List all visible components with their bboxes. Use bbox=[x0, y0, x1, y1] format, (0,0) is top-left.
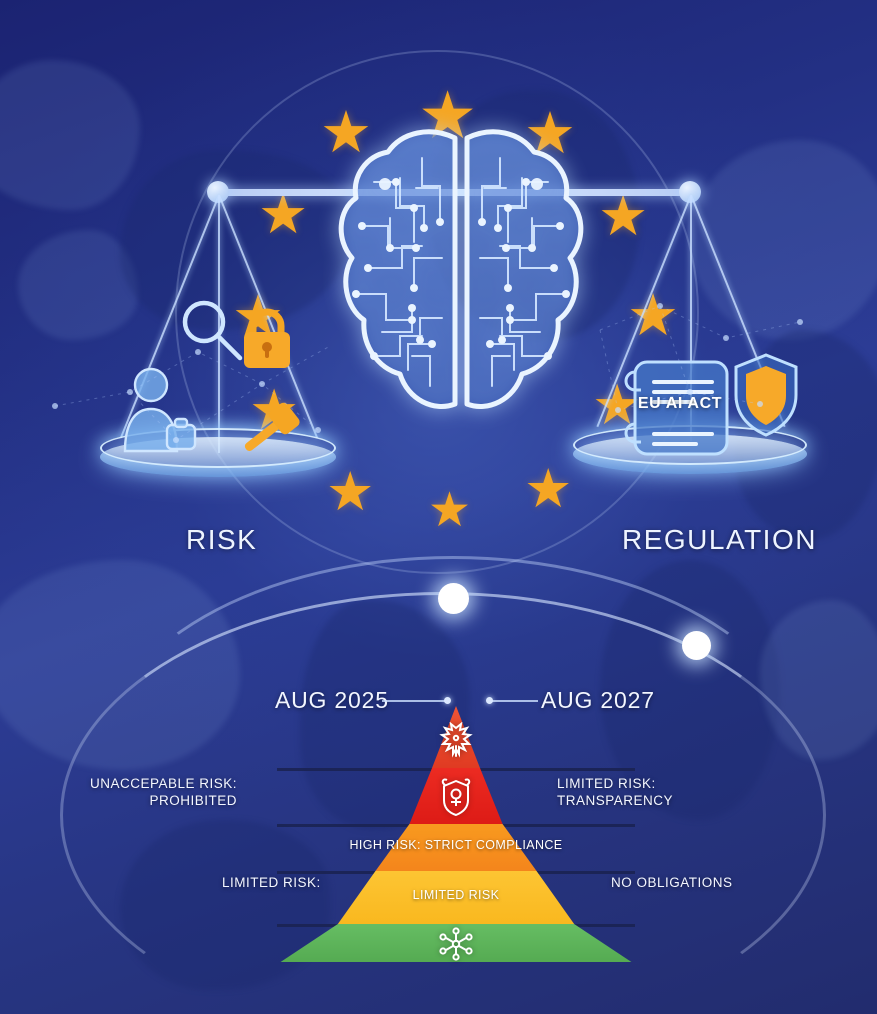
side-label-unacceptable-line1: UNACCEPABLE RISK: bbox=[89, 776, 237, 791]
pyramid-tier-limited[interactable]: LIMITED RISK bbox=[277, 871, 635, 924]
timeline-date-start: AUG 2025 bbox=[275, 687, 389, 713]
label-risk: RISK bbox=[186, 524, 258, 555]
timeline-arc-inner bbox=[100, 556, 806, 962]
tier-label-strict: HIGH RISK: STRICT COMPLIANCE bbox=[349, 838, 563, 852]
pyramid-tier-strict-compliance[interactable]: HIGH RISK: STRICT COMPLIANCE bbox=[277, 824, 635, 871]
pyramid-tier-minimal[interactable] bbox=[277, 924, 635, 962]
timeline-connector-right bbox=[492, 700, 538, 702]
side-label-unacceptable: UNACCEPABLE RISK: PROHIBITED bbox=[90, 776, 237, 810]
side-label-transparency-line1: LIMITED RISK: bbox=[557, 776, 656, 791]
pyramid-tier-high-red[interactable] bbox=[277, 768, 635, 824]
label-regulation: REGULATION bbox=[622, 524, 817, 555]
padlock-icon bbox=[237, 305, 297, 373]
eagle-emblem-icon bbox=[439, 721, 473, 767]
scale-cable bbox=[690, 195, 692, 441]
timeline-connector-dot bbox=[486, 697, 493, 704]
shield-crest-icon bbox=[438, 776, 474, 823]
scroll-document-icon bbox=[622, 358, 736, 458]
side-label-no-obligations: NO OBLIGATIONS bbox=[611, 875, 733, 890]
side-label-transparency: LIMITED RISK: TRANSPARENCY bbox=[557, 776, 673, 810]
scale-pivot-right bbox=[679, 181, 701, 203]
side-label-limited-left: LIMITED RISK: bbox=[222, 875, 321, 890]
star: ★ bbox=[326, 462, 375, 522]
timeline-node[interactable] bbox=[682, 631, 711, 660]
timeline-node[interactable] bbox=[438, 583, 469, 614]
star: ★ bbox=[598, 184, 649, 247]
scale-cable bbox=[218, 195, 220, 453]
side-label-transparency-line2: TRANSPARENCY bbox=[557, 792, 674, 808]
scale-pan-left-rim bbox=[100, 428, 336, 468]
network-nodes-icon bbox=[436, 926, 476, 967]
side-label-unacceptable-line2: PROHIBITED bbox=[149, 792, 237, 808]
timeline-date-end: AUG 2027 bbox=[541, 687, 655, 713]
tier-label-limited: LIMITED RISK bbox=[412, 888, 500, 902]
magnifier-icon bbox=[176, 295, 248, 367]
gavel-icon bbox=[234, 398, 306, 464]
shield-icon bbox=[732, 353, 800, 437]
star: ★ bbox=[428, 484, 472, 537]
pyramid-tier-unacceptable[interactable] bbox=[277, 706, 635, 768]
tier-shape bbox=[280, 924, 632, 962]
scale-pivot-left bbox=[207, 181, 229, 203]
risk-pyramid: HIGH RISK: STRICT COMPLIANCE LIMITED RIS… bbox=[277, 706, 635, 962]
star: ★ bbox=[627, 283, 679, 348]
tier-shape bbox=[337, 871, 575, 924]
eu-ai-act-label: EU AI ACT bbox=[637, 395, 723, 412]
doc-title-wrap: EU AI ACT bbox=[625, 395, 735, 413]
star: ★ bbox=[320, 100, 372, 165]
ai-circuit-brain bbox=[330, 118, 592, 428]
star: ★ bbox=[524, 459, 573, 519]
person-silhouette-icon bbox=[113, 363, 205, 455]
timeline-connector-left bbox=[382, 700, 448, 702]
timeline-connector-dot bbox=[444, 697, 451, 704]
